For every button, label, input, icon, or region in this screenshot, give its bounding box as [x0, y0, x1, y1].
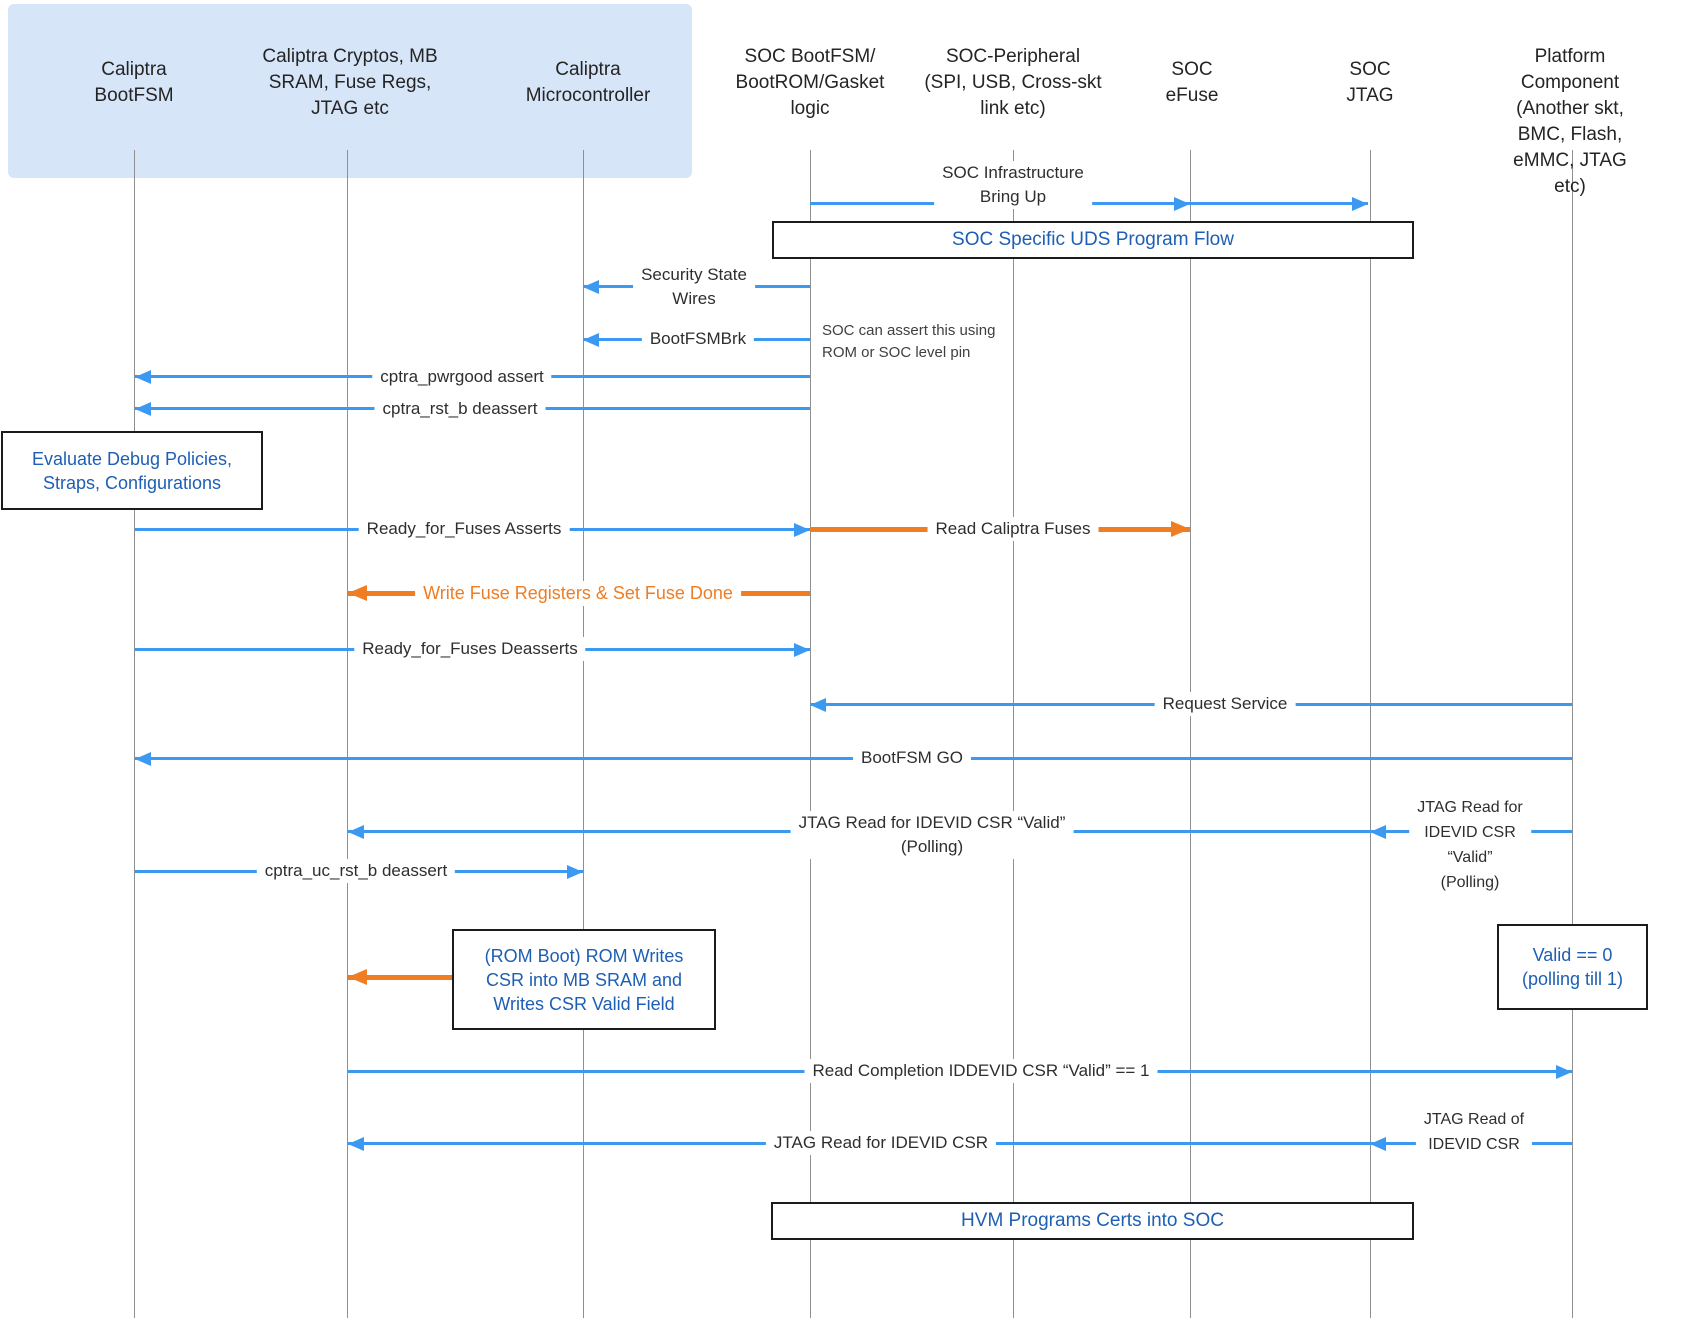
arrowhead — [348, 825, 364, 839]
actor-platform-component: Platform Component (Another skt, BMC, Fl… — [1513, 46, 1627, 197]
arrowhead — [1370, 1137, 1386, 1151]
box-rom-writes-csr: (ROM Boot) ROM Writes CSR into MB SRAM a… — [452, 929, 716, 1030]
lifeline-caliptra-bootfsm — [134, 150, 135, 1318]
actor-caliptra-bootfsm: Caliptra BootFSM — [94, 59, 174, 106]
note-soc-assert: SOC can assert this using ROM or SOC lev… — [822, 322, 996, 361]
label-ready-for-fuses-deasserts: Ready_for_Fuses Deasserts — [354, 637, 586, 661]
label-jtag-read-idevid: JTAG Read for IDEVID CSR — [765, 1131, 997, 1155]
arrowhead — [567, 865, 583, 879]
label-cptra-rst-b: cptra_rst_b deassert — [374, 397, 546, 421]
label-soc-infra-bringup: SOC Infrastructure Bring Up — [934, 161, 1092, 209]
arrowhead — [348, 969, 367, 985]
lifeline-caliptra-microcontroller — [583, 150, 584, 1318]
lifeline-caliptra-cryptos — [347, 150, 348, 1318]
label-read-caliptra-fuses: Read Caliptra Fuses — [927, 517, 1099, 541]
arrowhead — [1556, 1065, 1572, 1079]
arrowhead — [810, 698, 826, 712]
actor-caliptra-cryptos: Caliptra Cryptos, MB SRAM, Fuse Regs, JT… — [262, 46, 438, 119]
label-cptra-pwrgood: cptra_pwrgood assert — [372, 365, 552, 389]
arrow-rom-writes-csr — [348, 975, 452, 980]
arrowhead — [794, 523, 810, 537]
arrowhead — [583, 333, 599, 347]
caliptra-header-panel — [8, 4, 692, 178]
arrow-soc-infra-bringup-2 — [1190, 202, 1368, 205]
label-security-state-wires: Security State Wires — [633, 263, 755, 311]
actor-soc-peripheral: SOC-Peripheral (SPI, USB, Cross-skt link… — [924, 46, 1102, 119]
arrowhead — [1171, 521, 1190, 537]
actor-soc-jtag: SOC JTAG — [1346, 59, 1394, 106]
lifeline-soc-peripheral — [1013, 150, 1014, 1318]
arrowhead — [794, 643, 810, 657]
arrowhead — [583, 280, 599, 294]
arrowhead — [348, 585, 367, 601]
arrowhead — [135, 752, 151, 766]
actor-soc-bootfsm: SOC BootFSM/ BootROM/Gasket logic — [735, 46, 885, 119]
label-jtag-read-valid-polling-side: JTAG Read for IDEVID CSR “Valid” (Pollin… — [1409, 795, 1531, 895]
arrowhead — [1370, 825, 1386, 839]
label-cptra-uc-rst-b: cptra_uc_rst_b deassert — [256, 859, 456, 883]
arrowhead — [1174, 197, 1190, 211]
box-evaluate-debug-policies: Evaluate Debug Policies, Straps, Configu… — [1, 431, 263, 510]
arrowhead — [1352, 197, 1368, 211]
arrowhead — [348, 1137, 364, 1151]
lifeline-soc-efuse — [1190, 150, 1191, 1318]
label-ready-for-fuses-asserts: Ready_for_Fuses Asserts — [358, 517, 570, 541]
label-bootfsm-go: BootFSM GO — [852, 746, 972, 770]
label-write-fuse-registers: Write Fuse Registers & Set Fuse Done — [415, 581, 741, 606]
actor-soc-efuse: SOC eFuse — [1165, 59, 1219, 106]
actor-caliptra-microcontroller: Caliptra Microcontroller — [525, 59, 651, 106]
arrowhead — [135, 370, 151, 384]
label-request-service: Request Service — [1154, 692, 1296, 716]
box-uds-program-flow: SOC Specific UDS Program Flow — [772, 221, 1414, 259]
label-read-completion: Read Completion IDDEVID CSR “Valid” == 1 — [804, 1059, 1158, 1083]
lifeline-platform-component — [1572, 150, 1573, 1318]
label-bootfsmbrk: BootFSMBrk — [641, 327, 755, 351]
label-jtag-read-idevid-side: JTAG Read of IDEVID CSR — [1415, 1107, 1533, 1157]
box-hvm-programs-certs: HVM Programs Certs into SOC — [771, 1202, 1414, 1240]
arrowhead — [135, 402, 151, 416]
lifeline-soc-bootfsm — [810, 150, 811, 1318]
box-valid-polling: Valid == 0 (polling till 1) — [1497, 924, 1648, 1010]
label-jtag-read-valid-polling: JTAG Read for IDEVID CSR “Valid” (Pollin… — [790, 811, 1074, 859]
lifeline-soc-jtag — [1370, 150, 1371, 1318]
